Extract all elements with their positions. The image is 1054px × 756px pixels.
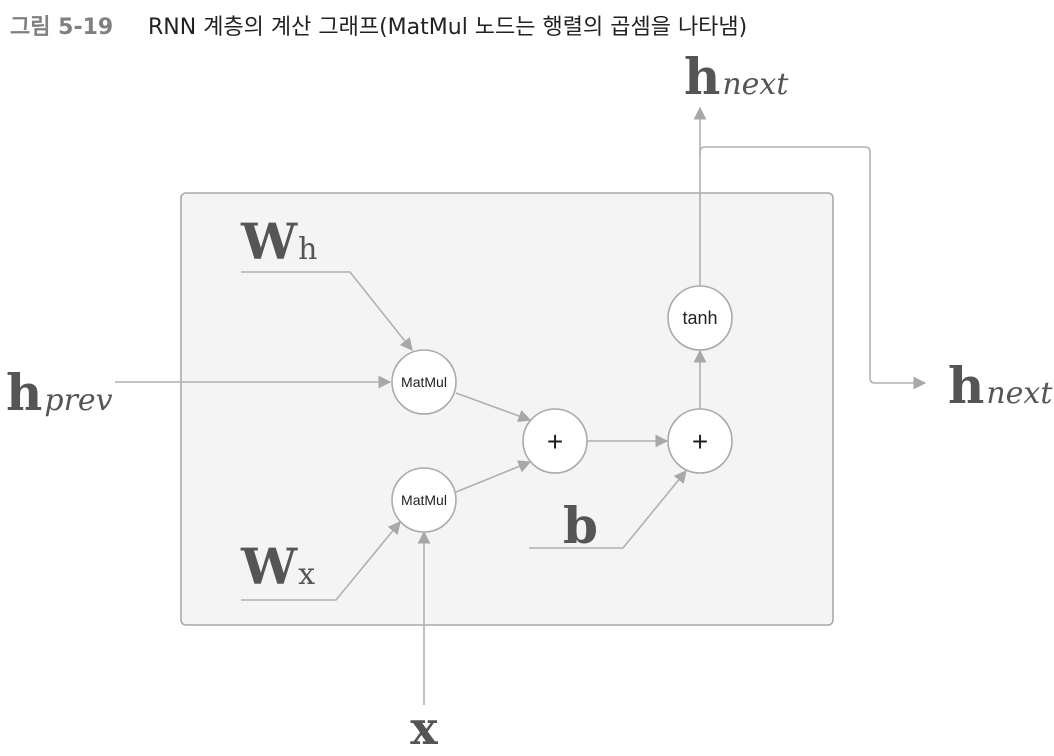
label-b: b	[563, 496, 598, 555]
tanh-node: tanh	[667, 285, 733, 351]
label-wh: Wh	[240, 212, 317, 271]
figure-caption: RNN 계층의 계산 그래프(MatMul 노드는 행렬의 곱셈을 나타냄)	[148, 15, 747, 40]
label-x: x	[410, 701, 438, 755]
edge-wx-to-matmul	[241, 521, 401, 601]
label-wx: Wx	[240, 537, 315, 596]
label-hnext-top: hnext	[684, 47, 789, 106]
add-node-right-label: +	[692, 426, 708, 457]
add-node-right: +	[667, 408, 733, 474]
tanh-node-label: tanh	[682, 308, 717, 328]
label-hprev: hprev	[6, 363, 113, 422]
label-hnext-right: hnext	[948, 356, 1053, 415]
edge-wh-to-matmul	[241, 271, 413, 352]
figure-number: 그림 5-19	[10, 15, 113, 40]
rnn-layer-box	[180, 192, 834, 626]
add-node-left-label: +	[547, 426, 563, 457]
matmul-node-top-label: MatMul	[401, 374, 447, 390]
edge-b-to-add	[529, 470, 687, 549]
edge-branch-to-hnext-right	[699, 146, 927, 390]
add-node-left: +	[522, 408, 588, 474]
edge-matmul-bottom-to-add	[455, 460, 532, 493]
matmul-node-bottom-label: MatMul	[401, 492, 447, 508]
matmul-node-top: MatMul	[391, 349, 457, 415]
edge-matmul-top-to-add	[455, 392, 532, 423]
matmul-node-bottom: MatMul	[391, 467, 457, 533]
